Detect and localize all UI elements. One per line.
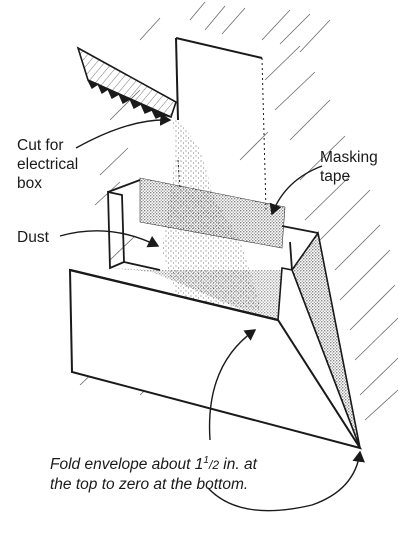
leader-lines [59, 113, 365, 512]
caption-fraction-numerator: 1 [203, 455, 209, 466]
label-dust-text: Dust [17, 229, 49, 246]
label-dust: Dust [17, 228, 49, 247]
envelope-front-panel [68, 268, 363, 450]
caption-fraction-denominator: 2 [212, 458, 219, 472]
envelope-inner-shading [110, 268, 282, 320]
label-tape-line2: tape [320, 168, 351, 185]
leader-tape [269, 165, 323, 216]
leader-fold-bottom [207, 450, 365, 512]
leader-cut [75, 113, 172, 149]
label-cut-for-electrical-box: Cut for electrical box [17, 136, 78, 193]
label-cut-line1: Cut for [17, 137, 64, 154]
masking-tape [139, 177, 286, 249]
caption-line2: the top to zero at the bottom. [50, 476, 249, 493]
caption-line1: Fold envelope about 11/2 in. at [50, 451, 257, 475]
saw-blade [76, 46, 177, 119]
saw-teeth [87, 79, 172, 119]
caption: Fold envelope about 11/2 in. at the top … [50, 451, 257, 495]
leader-fold-top [208, 329, 257, 441]
label-tape-line1: Masking [320, 149, 378, 166]
envelope-back-flap [107, 179, 319, 271]
caption-line1-after: in. at [219, 456, 257, 473]
label-cut-line3: box [17, 175, 42, 192]
label-cut-line2: electrical [17, 156, 79, 173]
caption-line1-before: Fold envelope about 1 [50, 456, 204, 473]
leader-dust [59, 230, 160, 248]
caption-fraction-slash: / [208, 458, 213, 472]
label-masking-tape: Masking tape [320, 148, 378, 186]
